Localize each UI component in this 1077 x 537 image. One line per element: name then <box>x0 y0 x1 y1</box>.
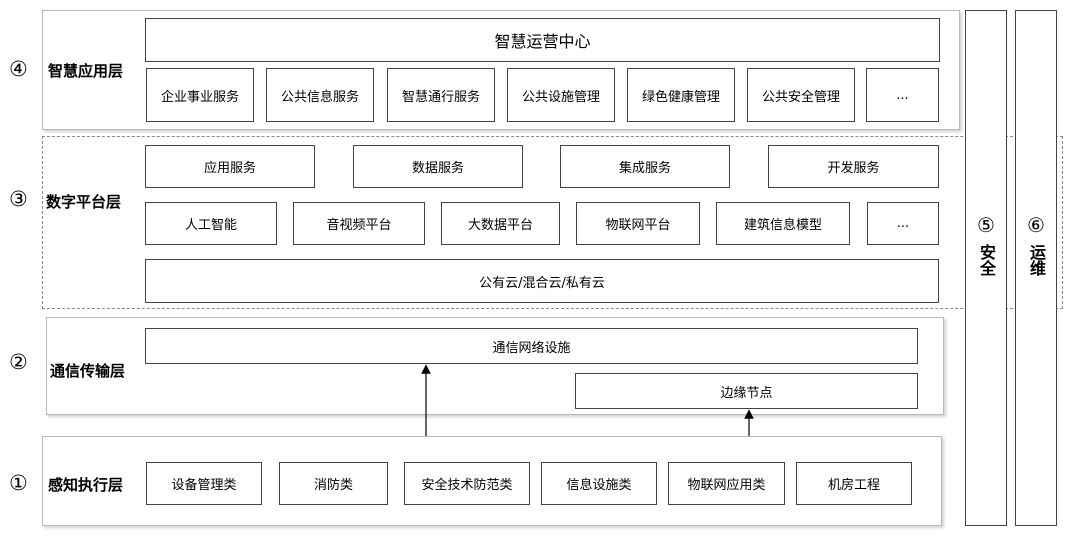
operations-label: 运维 <box>1027 244 1046 276</box>
perception-item-5[interactable]: 机房工程 <box>796 462 912 505</box>
platform-tech-1[interactable]: 音视频平台 <box>293 202 425 245</box>
app-item-more[interactable]: ... <box>866 68 939 122</box>
perception-item-3[interactable]: 信息设施类 <box>541 462 657 505</box>
security-number: ⑤ <box>977 213 995 237</box>
transport-layer-name: 通信传输层 <box>50 362 126 380</box>
platform-tech-0[interactable]: 人工智能 <box>145 202 277 245</box>
perception-item-1[interactable]: 消防类 <box>279 462 388 505</box>
platform-layer-name: 数字平台层 <box>46 193 122 211</box>
platform-service-1[interactable]: 数据服务 <box>353 145 523 188</box>
application-layer-number: ④ <box>9 57 28 81</box>
platform-service-0[interactable]: 应用服务 <box>145 145 315 188</box>
smart-operation-center[interactable]: 智慧运营中心 <box>145 18 940 62</box>
transport-layer-number: ② <box>9 350 28 374</box>
operations-column[interactable]: ⑥ 运维 <box>1015 10 1057 526</box>
app-item-4[interactable]: 绿色健康管理 <box>627 68 735 122</box>
perception-item-4[interactable]: 物联网应用类 <box>668 462 785 505</box>
security-label: 安全 <box>977 244 996 276</box>
platform-tech-more[interactable]: ... <box>867 202 939 245</box>
perception-layer-number: ① <box>9 471 28 495</box>
app-item-1[interactable]: 公共信息服务 <box>266 68 374 122</box>
platform-tech-3[interactable]: 物联网平台 <box>576 202 700 245</box>
perception-item-2[interactable]: 安全技术防范类 <box>404 462 530 505</box>
network-facility[interactable]: 通信网络设施 <box>145 328 918 364</box>
app-item-2[interactable]: 智慧通行服务 <box>387 68 495 122</box>
operations-number: ⑥ <box>1027 213 1045 237</box>
application-layer-name: 智慧应用层 <box>48 62 124 80</box>
cloud-platform[interactable]: 公有云/混合云/私有云 <box>145 259 939 303</box>
platform-tech-2[interactable]: 大数据平台 <box>441 202 560 245</box>
app-item-0[interactable]: 企业事业服务 <box>146 68 254 122</box>
perception-item-0[interactable]: 设备管理类 <box>146 462 262 505</box>
platform-layer-panel <box>42 136 1063 309</box>
platform-tech-4[interactable]: 建筑信息模型 <box>716 202 850 245</box>
platform-service-2[interactable]: 集成服务 <box>560 145 730 188</box>
platform-service-3[interactable]: 开发服务 <box>768 145 939 188</box>
platform-layer-number: ③ <box>9 187 28 211</box>
app-item-5[interactable]: 公共安全管理 <box>747 68 855 122</box>
security-column[interactable]: ⑤ 安全 <box>965 10 1007 526</box>
perception-layer-name: 感知执行层 <box>48 476 124 494</box>
edge-node[interactable]: 边缘节点 <box>575 373 918 409</box>
app-item-3[interactable]: 公共设施管理 <box>507 68 615 122</box>
